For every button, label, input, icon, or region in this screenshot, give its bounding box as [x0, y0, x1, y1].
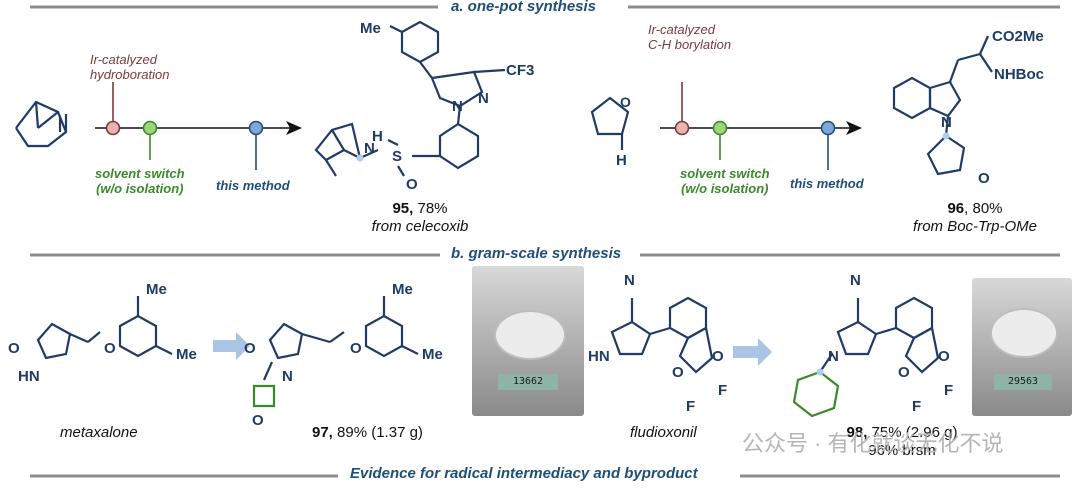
- step2-label: solvent switch (w/o isolation): [95, 166, 185, 196]
- label-f-4: F: [944, 382, 954, 399]
- step2-label-right: solvent switch (w/o isolation): [680, 166, 770, 196]
- scale-photo-1: 13662: [472, 266, 584, 416]
- metaxalone-structure: [36, 296, 173, 360]
- watermark: 公众号 · 有化就谈无化不说: [742, 431, 1004, 456]
- step1-label-right: Ir-catalyzed C-H borylation: [648, 22, 732, 52]
- step2-node-right: [712, 120, 728, 136]
- label-dioxole-o-1: O: [672, 364, 684, 381]
- label-dioxole-o-2: O: [712, 348, 724, 365]
- label-n2: N: [478, 90, 489, 107]
- thf-structure: [590, 96, 630, 150]
- label-me-4: Me: [422, 346, 443, 363]
- label-nhboc: NHBoc: [994, 66, 1045, 83]
- product-95-number: 95,: [392, 200, 414, 217]
- product-95-yield: 78%: [413, 200, 448, 217]
- label-cf3: CF3: [506, 62, 535, 79]
- product-95-source: from celecoxib: [371, 218, 469, 235]
- scale-display-1: 13662: [498, 374, 558, 390]
- product-96-structure: [892, 35, 993, 176]
- product-96-number: 96: [947, 200, 965, 217]
- label-thf-h: H: [616, 152, 627, 169]
- label-dioxole-o-4: O: [938, 348, 950, 365]
- label-thf-o: O: [620, 94, 631, 110]
- label-o-carbonyl-1: O: [8, 340, 20, 357]
- label-hn: HN: [18, 368, 40, 385]
- label-nh-n: N: [364, 140, 375, 157]
- product-96-yield: , 80%: [964, 200, 1003, 217]
- step3-node-right: [820, 120, 836, 136]
- label-me-2: Me: [176, 346, 197, 363]
- label-f-3: F: [912, 398, 922, 415]
- step3-label-right: this method: [790, 176, 864, 191]
- step3-label: this method: [216, 178, 290, 193]
- product-97-structure: [262, 296, 419, 381]
- step3-node: [248, 120, 264, 136]
- product-98-brsm: 96% brsm: [868, 442, 936, 459]
- label-o-carbonyl-2: O: [244, 340, 256, 357]
- section-a-title: a. one-pot synthesis: [451, 0, 597, 15]
- step1-label: Ir-catalyzed hydroboration: [90, 52, 170, 82]
- fludioxonil-name: fludioxonil: [630, 424, 697, 441]
- product-98-number: 98,: [846, 424, 868, 441]
- label-f-1: F: [686, 398, 696, 415]
- label-me-1: Me: [146, 281, 167, 298]
- label-oxetane-o: O: [252, 412, 264, 429]
- product-98-yield: 75% (2.96 g): [867, 424, 958, 441]
- product-97-number: 97,: [312, 424, 333, 441]
- scale-display-2: 29563: [994, 374, 1052, 390]
- fludioxonil-structure: [610, 296, 714, 374]
- label-n-97: N: [282, 368, 293, 385]
- section-c-title: Evidence for radical intermediacy and by…: [350, 465, 698, 482]
- label-f-2: F: [718, 382, 728, 399]
- label-pyrrole-n: N: [828, 348, 839, 365]
- product-98-structure: [819, 296, 940, 374]
- step1-node-right: [674, 120, 690, 136]
- label-o1: O: [406, 176, 418, 193]
- label-pyrrole-hn: HN: [588, 348, 610, 365]
- product-97-yield: 89% (1.37 g): [332, 424, 423, 441]
- step1-node: [105, 120, 121, 136]
- label-nh-h: H: [372, 128, 383, 145]
- label-ether-o-1: O: [104, 340, 116, 357]
- label-s: S: [392, 148, 403, 165]
- label-me-3: Me: [392, 281, 413, 298]
- product-95-structure: [314, 20, 506, 177]
- product-96-source: from Boc-Trp-OMe: [913, 218, 1037, 235]
- label-dioxole-o-3: O: [898, 364, 910, 381]
- scale-photo-2: 29563: [972, 278, 1072, 416]
- label-thf-prod-o: O: [978, 170, 990, 187]
- product-96-caption: 96, 80% from Boc-Trp-OMe: [890, 200, 1060, 236]
- step2-node: [142, 120, 158, 136]
- gram-scale-drawing: [36, 296, 940, 418]
- label-me: Me: [360, 20, 381, 37]
- label-n1: N: [452, 98, 463, 115]
- scheme-left-drawing: [15, 20, 506, 177]
- label-ether-o-2: O: [350, 340, 362, 357]
- product-97-caption: 97, 89% (1.37 g): [312, 424, 423, 442]
- scheme-right-drawing: [590, 35, 993, 176]
- label-nitrile-n-1: N: [624, 272, 635, 289]
- label-nitrile-n-2: N: [850, 272, 861, 289]
- norbornene-structure: [15, 100, 68, 148]
- product-95-caption: 95, 78% from celecoxib: [345, 200, 495, 236]
- label-co2me: CO2Me: [992, 28, 1044, 45]
- metaxalone-name: metaxalone: [60, 424, 138, 441]
- label-indole-n: N: [941, 114, 952, 131]
- section-b-title: b. gram-scale synthesis: [451, 245, 622, 262]
- product-98-caption: 98, 75% (2.96 g) 96% brsm: [832, 424, 972, 460]
